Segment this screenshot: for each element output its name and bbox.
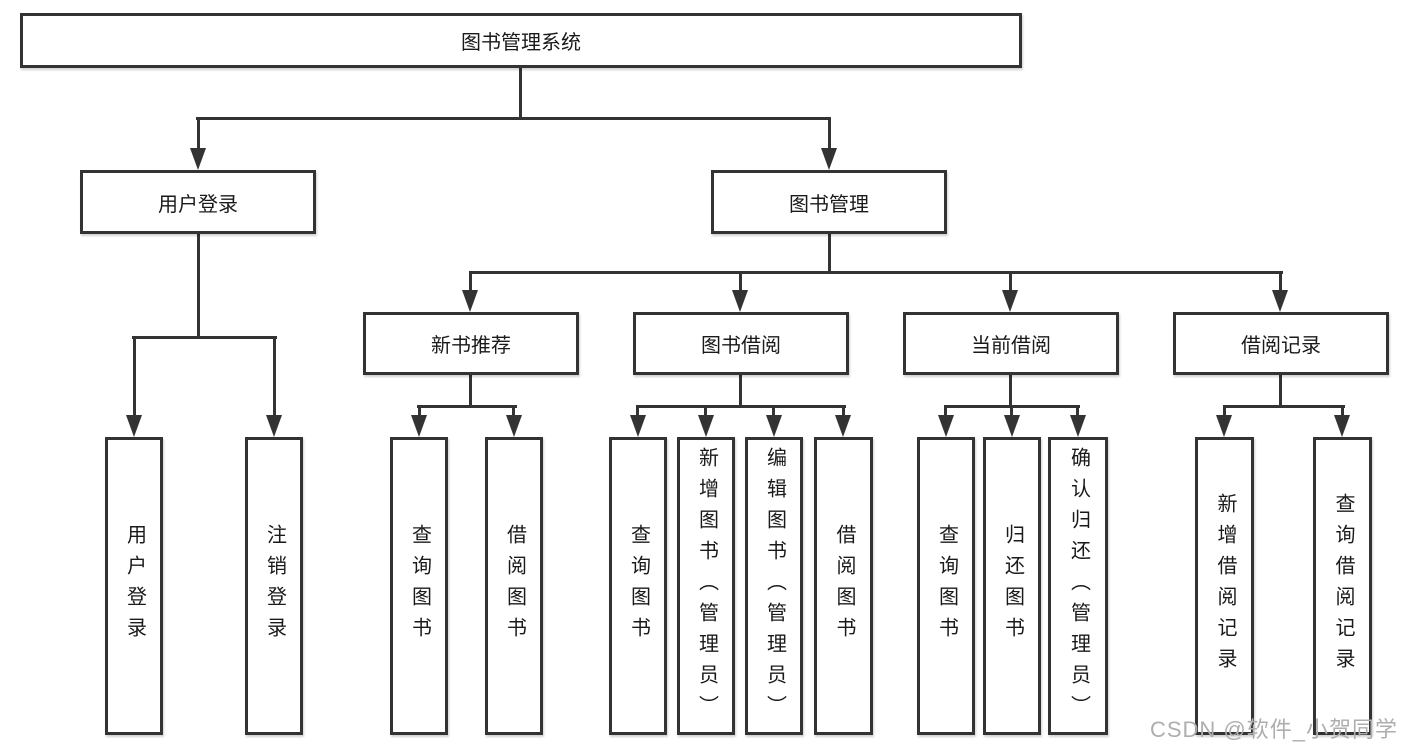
leaf-g2-borrow-books-label: 借阅图书 [833, 524, 855, 648]
arrowhead-g3-confirm-return [1070, 415, 1086, 437]
connector-g3-drop-3 [1076, 405, 1079, 417]
leaf-g1-borrow-books: 借阅图书 [485, 437, 543, 735]
leaf-g4-add-borrow-record-label: 新增借阅记录 [1214, 493, 1236, 679]
connector-logout-leaf-drop [273, 336, 276, 416]
connector-book-management-stem [828, 234, 831, 274]
connector-level3-rail [469, 271, 1283, 274]
leaf-user-login: 用户登录 [105, 437, 163, 735]
node-user-login: 用户登录 [80, 170, 316, 234]
connector-book-management-drop [828, 119, 831, 149]
connector-g1-stem [469, 375, 472, 407]
connector-g3-drop-1 [944, 405, 947, 417]
connector-user-login-rail [132, 336, 277, 339]
arrowhead-g2-edit-books [766, 415, 782, 437]
arrowhead-book-management [821, 148, 837, 170]
leaf-g2-add-books-admin: 新增图书（管理员） [677, 437, 735, 735]
connector-root-stem [519, 68, 522, 119]
arrowhead-user-login [190, 148, 206, 170]
node-new-book-recommendation: 新书推荐 [363, 312, 579, 375]
connector-g3-drop-2 [1010, 405, 1013, 417]
leaf-g3-confirm-return-admin-label: 确认归还（管理员） [1067, 446, 1090, 726]
leaf-user-login-label: 用户登录 [123, 524, 146, 648]
node-book-management-label: 图书管理 [789, 193, 869, 216]
arrowhead-g1-query-books [411, 415, 427, 437]
connector-current-borrowing-drop [1009, 273, 1012, 292]
leaf-g3-return-books-label: 归还图书 [1001, 524, 1024, 648]
leaf-g2-add-books-admin-label: 新增图书（管理员） [695, 446, 718, 726]
node-borrowing-records-label: 借阅记录 [1241, 335, 1321, 357]
leaf-g4-add-borrow-record: 新增借阅记录 [1195, 437, 1254, 735]
node-current-borrowing-label: 当前借阅 [971, 335, 1051, 357]
connector-borrowing-records-drop [1279, 273, 1282, 292]
arrowhead-g1-borrow-books [506, 415, 522, 437]
node-root: 图书管理系统 [20, 13, 1022, 68]
arrowhead-g2-borrow-books [835, 415, 851, 437]
leaf-logout-label: 注销登录 [263, 524, 286, 648]
leaf-g4-query-borrow-record: 查询借阅记录 [1313, 437, 1372, 735]
leaf-g2-borrow-books: 借阅图书 [814, 437, 873, 735]
arrowhead-user-login-leaf [126, 415, 142, 437]
connector-g2-drop-1 [636, 405, 639, 417]
connector-user-login-leaf-drop [133, 336, 136, 416]
connector-user-login-stem [197, 234, 200, 338]
connector-book-borrowing-drop [739, 273, 742, 292]
connector-g2-rail [636, 405, 846, 408]
connector-g1-rail [417, 405, 517, 408]
leaf-g4-query-borrow-record-label: 查询借阅记录 [1332, 493, 1354, 679]
leaf-g1-borrow-books-label: 借阅图书 [503, 524, 526, 648]
connector-g4-rail [1223, 405, 1345, 408]
csdn-watermark: CSDN @软件_小贺同学 [1149, 717, 1398, 742]
connector-g1-drop-2 [512, 405, 515, 417]
arrowhead-book-borrowing [732, 290, 748, 312]
arrowhead-g2-query-books [630, 415, 646, 437]
connector-g4-drop-1 [1223, 405, 1226, 417]
connector-g4-stem [1279, 375, 1282, 407]
node-current-borrowing: 当前借阅 [903, 312, 1119, 375]
node-root-label: 图书管理系统 [461, 32, 581, 54]
arrowhead-g3-query-books [938, 415, 954, 437]
leaf-g1-query-books: 查询图书 [390, 437, 448, 735]
leaf-g1-query-books-label: 查询图书 [408, 524, 431, 648]
node-book-borrowing-label: 图书借阅 [701, 335, 781, 357]
arrowhead-current-borrowing [1002, 290, 1018, 312]
arrowhead-borrowing-records [1272, 290, 1288, 312]
connector-g4-drop-2 [1341, 405, 1344, 417]
connector-g1-drop-1 [418, 405, 421, 417]
leaf-g3-query-books: 查询图书 [917, 437, 975, 735]
connector-level1-rail [196, 117, 831, 120]
arrowhead-g2-add-books [698, 415, 714, 437]
leaf-g2-edit-books-admin-label: 编辑图书（管理员） [763, 446, 786, 726]
connector-g2-drop-3 [772, 405, 775, 417]
leaf-g2-query-books: 查询图书 [609, 437, 667, 735]
leaf-g3-query-books-label: 查询图书 [935, 524, 958, 648]
arrowhead-g4-add-record [1216, 415, 1232, 437]
arrowhead-g4-query-record [1334, 415, 1350, 437]
arrowhead-g3-return-books [1004, 415, 1020, 437]
leaf-g3-confirm-return-admin: 确认归还（管理员） [1048, 437, 1108, 735]
node-book-borrowing: 图书借阅 [633, 312, 849, 375]
arrowhead-logout-leaf [266, 415, 282, 437]
leaf-g2-edit-books-admin: 编辑图书（管理员） [745, 437, 803, 735]
leaf-g2-query-books-label: 查询图书 [627, 524, 650, 648]
node-user-login-label: 用户登录 [158, 193, 238, 216]
leaf-logout: 注销登录 [245, 437, 303, 735]
connector-user-login-drop [197, 119, 200, 149]
connector-new-book-drop [469, 273, 472, 292]
connector-g2-drop-2 [704, 405, 707, 417]
connector-g3-stem [1009, 375, 1012, 407]
node-borrowing-records: 借阅记录 [1173, 312, 1389, 375]
leaf-g3-return-books: 归还图书 [983, 437, 1041, 735]
node-new-book-recommendation-label: 新书推荐 [431, 335, 511, 357]
arrowhead-new-book-recommendation [462, 290, 478, 312]
connector-g2-stem [739, 375, 742, 407]
node-book-management: 图书管理 [711, 170, 947, 234]
connector-g2-drop-4 [842, 405, 845, 417]
